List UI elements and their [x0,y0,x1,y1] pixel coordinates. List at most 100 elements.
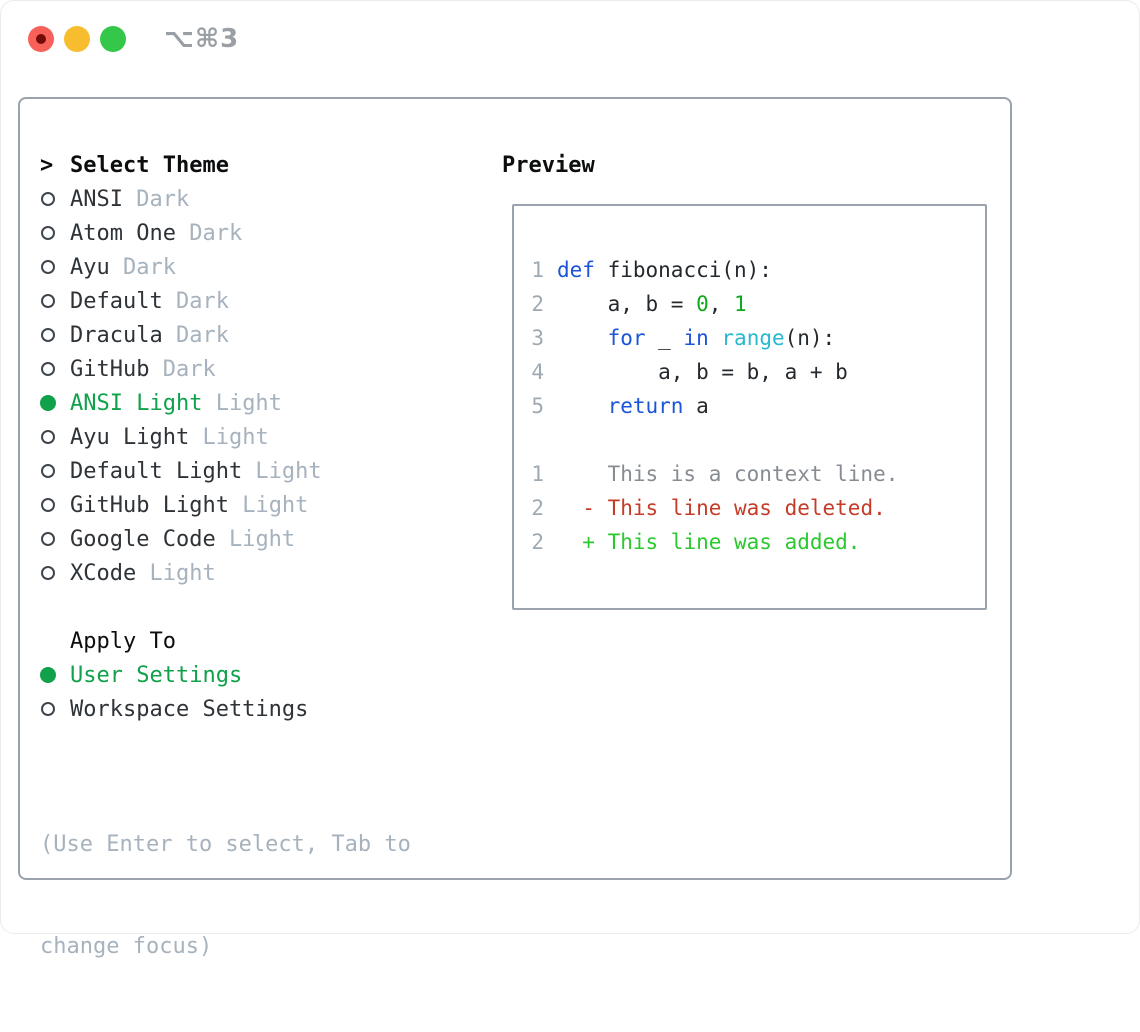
line-number: 2 [531,292,544,316]
radio-icon [41,192,55,206]
theme-variant: Dark [109,254,176,280]
diff-text: + This line was added. [582,530,861,554]
theme-option[interactable]: Ayu Light Light [40,420,480,454]
theme-option[interactable]: Dracula Dark [40,318,480,352]
apply-to-option[interactable]: Workspace Settings [40,692,480,726]
theme-variant: Light [189,424,269,450]
preview-title: Preview [502,152,595,178]
code-line: 5 return a [514,389,985,423]
theme-option[interactable]: Atom One Dark [40,216,480,250]
theme-name: Ayu [70,254,110,280]
radio-selected-icon [40,667,56,683]
theme-variant: Dark [162,322,229,348]
theme-name: XCode [70,560,137,586]
code-text: a, b = 0, 1 [557,292,747,316]
theme-name: ANSI Light [70,390,203,416]
radio-selected-icon [40,395,56,411]
help-line-1: (Use Enter to select, Tab to [40,832,411,857]
diff-line: 2 + This line was added. [514,525,985,559]
radio-icon [41,498,55,512]
theme-option[interactable]: Default Light Light [40,454,480,488]
theme-option[interactable]: Ayu Dark [40,250,480,284]
line-number: 2 [531,496,544,520]
radio-icon [41,362,55,376]
radio-icon [41,702,55,716]
radio-icon [41,566,55,580]
line-number: 1 [531,258,544,282]
line-number: 5 [531,394,544,418]
theme-name: Default [70,288,163,314]
close-button[interactable] [28,26,54,52]
apply-to-option[interactable]: User Settings [40,658,480,692]
code-text: return a [607,394,709,418]
theme-name: Default Light [70,458,243,484]
diff-text: This is a context line. [557,462,899,486]
theme-variant: Dark [122,186,190,212]
diff-line: 2 - This line was deleted. [514,491,985,525]
theme-variant: Dark [149,356,216,382]
radio-icon [41,260,55,274]
theme-option[interactable]: XCode Light [40,556,480,590]
apply-to-label: User Settings [70,662,243,688]
line-number: 1 [531,462,544,486]
diff-preview: 1 This is a context line.2 - This line w… [514,457,985,559]
theme-name: Google Code [70,526,216,552]
radio-icon [41,430,55,444]
theme-name: Atom One [70,220,176,246]
radio-icon [41,294,55,308]
theme-option[interactable]: ANSI Light Light [40,386,480,420]
theme-variant: Light [215,526,296,552]
theme-variant: Light [202,390,282,416]
theme-option[interactable]: Default Dark [40,284,480,318]
window-shortcut-label: ⌥⌘3 [164,24,240,54]
radio-icon [41,328,55,342]
theme-name: ANSI [70,186,123,212]
code-text: def fibonacci(n): [557,258,772,282]
code-line: 3 for _ in range(n): [514,321,985,355]
code-text: a, b = b, a + b [557,360,848,384]
radio-icon [41,532,55,546]
diff-line: 1 This is a context line. [514,457,985,491]
theme-variant: Light [228,492,309,518]
radio-icon [41,226,55,240]
theme-option[interactable]: ANSI Dark [40,182,480,216]
focus-prompt-icon: > [40,152,54,178]
select-theme-title: Select Theme [70,152,229,178]
code-line: 4 a, b = b, a + b [514,355,985,389]
radio-icon [41,464,55,478]
apply-to-label: Workspace Settings [70,696,309,722]
theme-option[interactable]: GitHub Dark [40,352,480,386]
apply-to-title: Apply To [70,628,176,654]
code-text: for _ in range(n): [607,326,836,350]
theme-variant: Light [136,560,216,586]
theme-option[interactable]: Google Code Light [40,522,480,556]
apply-to-header: Apply To [40,624,480,658]
close-dot-icon [36,34,46,44]
theme-name: Ayu Light [70,424,190,450]
code-line: 1 def fibonacci(n): [514,253,985,287]
diff-text: - This line was deleted. [582,496,886,520]
line-number: 4 [531,360,544,384]
titlebar: ⌥⌘3 [28,24,239,54]
theme-name: Dracula [70,322,163,348]
theme-variant: Dark [162,288,229,314]
select-theme-header: > Select Theme [40,148,480,182]
line-number: 3 [531,326,544,350]
minimize-button[interactable] [64,26,90,52]
theme-option[interactable]: GitHub Light Light [40,488,480,522]
code-line: 2 a, b = 0, 1 [514,287,985,321]
line-number: 2 [531,530,544,554]
theme-variant: Dark [175,220,243,246]
help-line-2: change focus) [40,934,213,959]
theme-name: GitHub Light [70,492,229,518]
theme-name: GitHub [70,356,150,382]
zoom-button[interactable] [100,26,126,52]
